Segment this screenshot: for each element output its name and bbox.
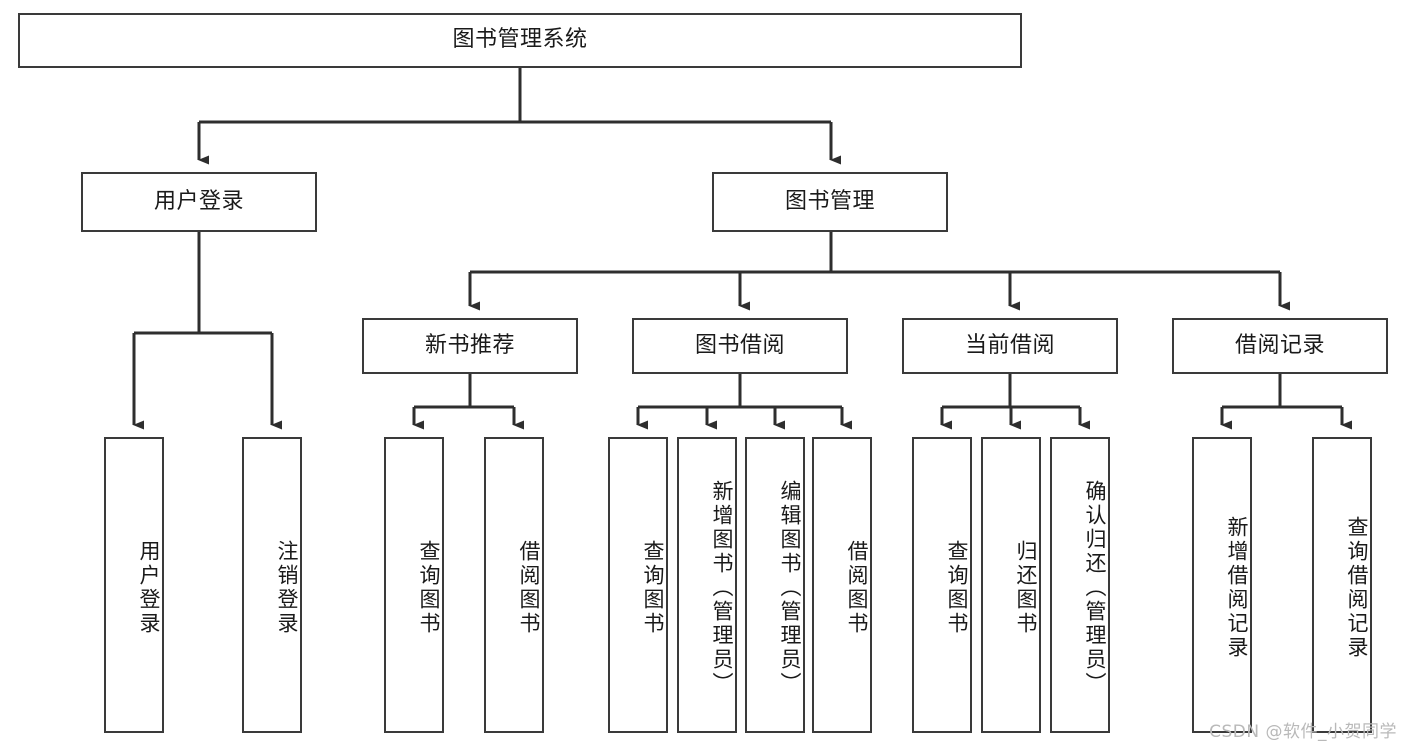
leaf-current-borrow-return[interactable]: 归还图书 bbox=[981, 437, 1041, 733]
node-label: 借阅图书 bbox=[845, 540, 869, 636]
node-label: 查询图书 bbox=[945, 540, 969, 636]
node-current-borrow[interactable]: 当前借阅 bbox=[902, 318, 1118, 374]
leaf-user-login-logout[interactable]: 注销登录 bbox=[242, 437, 302, 733]
leaf-current-borrow-query[interactable]: 查询图书 bbox=[912, 437, 972, 733]
leaf-book-borrow-query[interactable]: 查询图书 bbox=[608, 437, 668, 733]
node-label: 新书推荐 bbox=[424, 332, 515, 358]
leaf-borrow-record-add[interactable]: 新增借阅记录 bbox=[1192, 437, 1252, 733]
node-label: 编辑图书（管理员） bbox=[778, 480, 802, 696]
node-user-login[interactable]: 用户登录 bbox=[81, 172, 317, 232]
csdn-watermark: CSDN @软件_小贺同学 bbox=[1209, 722, 1397, 742]
node-label: 借阅图书 bbox=[517, 540, 541, 636]
leaf-book-borrow-add[interactable]: 新增图书（管理员） bbox=[677, 437, 737, 733]
node-label: 新增图书（管理员） bbox=[710, 480, 734, 696]
node-label: 当前借阅 bbox=[964, 332, 1055, 358]
node-label: 图书管理 bbox=[784, 188, 875, 214]
node-label: 查询借阅记录 bbox=[1345, 516, 1369, 660]
node-label: 查询图书 bbox=[417, 540, 441, 636]
node-label: 借阅记录 bbox=[1234, 332, 1325, 358]
node-label: 注销登录 bbox=[275, 540, 299, 636]
leaf-book-borrow-borrow[interactable]: 借阅图书 bbox=[812, 437, 872, 733]
node-root-book-management-system[interactable]: 图书管理系统 bbox=[18, 13, 1022, 68]
leaf-current-borrow-confirm-return[interactable]: 确认归还（管理员） bbox=[1050, 437, 1110, 733]
leaf-user-login-login[interactable]: 用户登录 bbox=[104, 437, 164, 733]
leaf-borrow-record-query[interactable]: 查询借阅记录 bbox=[1312, 437, 1372, 733]
leaf-book-borrow-edit[interactable]: 编辑图书（管理员） bbox=[745, 437, 805, 733]
node-label: 图书借阅 bbox=[694, 332, 785, 358]
node-new-book-recommend[interactable]: 新书推荐 bbox=[362, 318, 578, 374]
leaf-new-book-query[interactable]: 查询图书 bbox=[384, 437, 444, 733]
node-book-management[interactable]: 图书管理 bbox=[712, 172, 948, 232]
node-label: 确认归还（管理员） bbox=[1083, 480, 1107, 696]
node-label: 用户登录 bbox=[153, 188, 244, 214]
node-label: 图书管理系统 bbox=[452, 27, 588, 53]
node-book-borrow[interactable]: 图书借阅 bbox=[632, 318, 848, 374]
node-borrow-record[interactable]: 借阅记录 bbox=[1172, 318, 1388, 374]
node-label: 用户登录 bbox=[137, 540, 161, 636]
node-label: 查询图书 bbox=[641, 540, 665, 636]
node-label: 归还图书 bbox=[1014, 540, 1038, 636]
leaf-new-book-borrow[interactable]: 借阅图书 bbox=[484, 437, 544, 733]
node-label: 新增借阅记录 bbox=[1225, 516, 1249, 660]
